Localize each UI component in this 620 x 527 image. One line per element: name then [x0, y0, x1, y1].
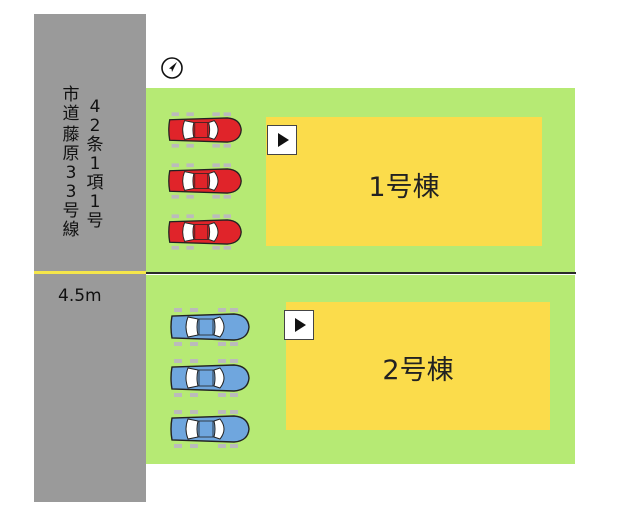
car-icon — [168, 308, 252, 350]
compass-north-icon — [161, 57, 183, 79]
building-1: 1号棟 — [266, 117, 542, 246]
car-icon — [166, 162, 244, 204]
road-edge-line — [34, 271, 146, 274]
building-1-label: 1号棟 — [368, 172, 440, 203]
building-2-label: 2号棟 — [382, 355, 454, 386]
road-label-article: 42条1項1号 — [86, 97, 104, 231]
road-label-road-name: 藤原33号線 — [62, 125, 80, 240]
entrance-arrow-icon — [284, 310, 314, 340]
car-icon — [168, 410, 252, 452]
road — [34, 14, 146, 502]
car-icon — [166, 213, 244, 255]
car-icon — [168, 359, 252, 401]
building-2: 2号棟 — [286, 302, 550, 430]
entrance-arrow-icon — [267, 125, 297, 155]
road-label-city-road: 市道 — [62, 85, 80, 124]
lot-boundary-line — [146, 272, 576, 274]
car-icon — [166, 111, 244, 153]
road-width-label: 4.5m — [58, 286, 102, 306]
